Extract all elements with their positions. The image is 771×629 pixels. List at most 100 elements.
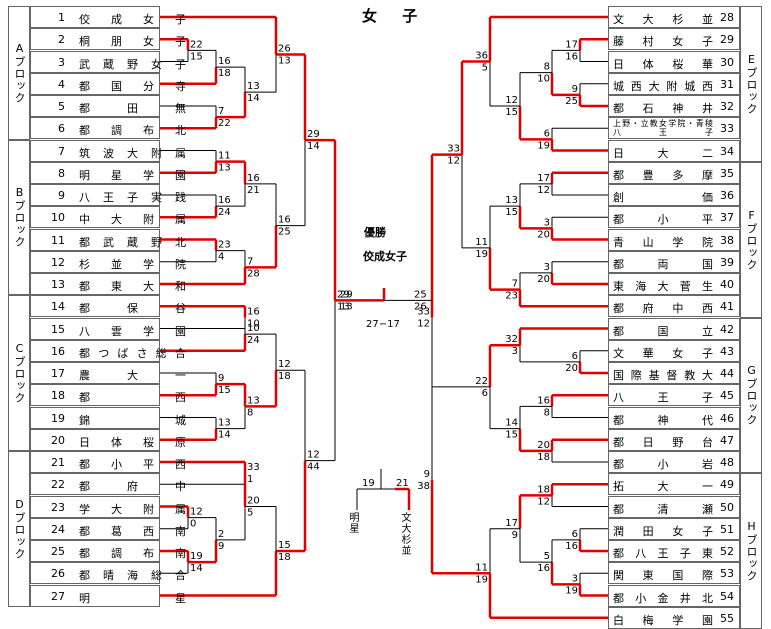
match-score: 11 [475,237,488,248]
team-row: 14 都保谷 [30,295,186,318]
match-score: 9 [218,373,224,384]
match-score: 9 [218,541,224,552]
match-score: 36 [475,51,488,62]
team-number: 3 [58,55,65,69]
match-score: 15 [505,207,518,218]
team-number: 33 [720,122,734,136]
match-score: 7 [512,279,518,290]
match-score: 13 [337,301,350,312]
team-number: 41 [720,300,734,314]
team-name: 藤村女子 [613,35,713,49]
team-number: 18 [51,389,65,403]
team-number: 32 [720,100,734,113]
match-score: 14 [218,430,231,441]
team-name: 関東国際 [613,569,713,583]
match-score: 5 [544,551,550,562]
team-number: 30 [720,55,734,69]
team-name: 都両国 [613,257,713,271]
match-score: 13 [218,418,231,429]
team-name: 武蔵野女子 [79,57,186,71]
match-score: 23 [505,291,518,302]
block-label: Bブロック [8,139,30,296]
team-name: 都つばさ総合 [79,346,186,360]
team-name: 日大二 [613,146,713,160]
team-number: 34 [720,144,734,158]
team-number: 12 [51,255,65,269]
team-name: 桐朋女子 [79,35,186,49]
team-name: 創価 [613,191,713,204]
match-score: 1 [247,474,253,485]
match-score: 13 [218,163,231,174]
team-number: 55 [720,611,734,625]
team-name: 文大杉並 [613,13,713,26]
team-row: 日大二 34 [608,139,740,162]
match-score: 33 [447,144,460,155]
team-number: 20 [51,433,65,447]
team-name: 中大附属 [79,213,186,227]
champion-team: 佼成女子 [363,250,407,263]
team-name: 上野・立教女学院・青稜八王子 [613,119,713,138]
team-number: 48 [720,456,734,469]
match-score: 21 [396,478,409,489]
team-number: 47 [720,433,734,447]
match-score: 9 [424,469,430,480]
team-number: 9 [58,189,65,202]
match-score: 6 [544,128,550,139]
match-score: 17 [537,173,550,184]
team-number: 17 [51,367,65,380]
team-name: 明星 [79,591,186,605]
match-score: 19 [190,551,203,562]
match-score: 18 [218,68,231,79]
champion-label: 優勝 [364,226,386,239]
team-number: 25 [51,545,65,558]
team-name: 都小岩 [613,458,713,471]
match-score: 17 [565,39,578,50]
team-number: 13 [51,278,65,291]
block-label: Cブロック [8,295,30,451]
team-number: 11 [51,233,65,247]
match-score: 11 [218,151,231,162]
match-score: 25 [278,227,291,238]
match-score: 20 [247,496,260,507]
team-name: 明星学園 [79,168,186,182]
match-score: 13 [247,395,260,406]
match-score: 13 [505,195,518,206]
match-score: 16 [218,195,231,206]
team-number: 14 [51,300,65,314]
team-number: 24 [51,522,65,536]
match-score: 8 [544,407,550,418]
final-score: 27−17 [366,319,400,330]
team-number: 50 [720,500,734,514]
team-number: 28 [720,11,734,24]
match-score: 0 [190,519,196,530]
team-name: 文華女子 [613,346,713,360]
match-score: 12 [537,496,550,507]
team-number: 40 [720,278,734,291]
team-number: 29 [720,33,734,47]
match-score: 19 [475,574,488,585]
team-number: 16 [51,344,65,358]
team-name: 八王子 [613,391,713,405]
match-score: 15 [190,51,203,62]
team-name: 都国分寺 [79,79,186,93]
team-name: 都保谷 [79,302,186,316]
